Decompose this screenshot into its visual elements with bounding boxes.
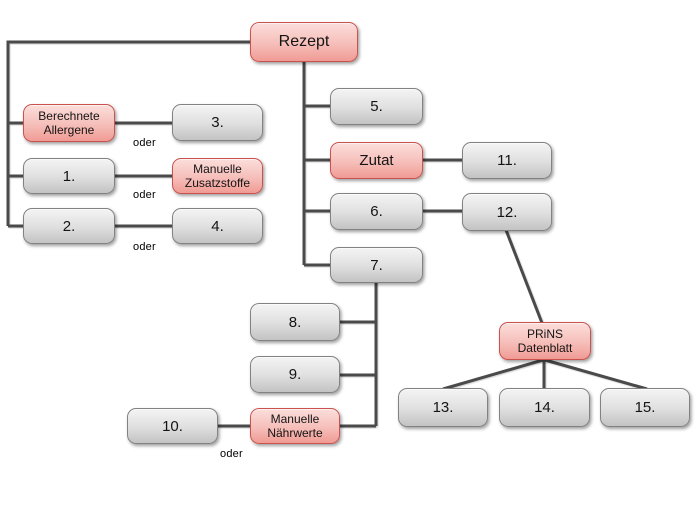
- node-1: 1.: [23, 158, 115, 194]
- node-14: 14.: [499, 388, 590, 427]
- node-4: 4.: [172, 208, 263, 244]
- node-zutat: Zutat: [330, 142, 423, 179]
- node-5-label: 5.: [370, 98, 383, 115]
- edge-label-oder-3: oder: [133, 241, 156, 253]
- node-8: 8.: [250, 303, 340, 341]
- node-1-label: 1.: [62, 167, 76, 185]
- node-7: 7.: [330, 247, 423, 283]
- node-15-label: 15.: [634, 399, 656, 416]
- connector-prins-n13: [442, 358, 544, 391]
- node-9-label: 9.: [288, 366, 302, 383]
- node-10: 10.: [127, 408, 218, 444]
- node-zutat-label: Zutat: [359, 152, 394, 169]
- node-rezept: Rezept: [250, 22, 358, 62]
- node-15: 15.: [600, 388, 690, 427]
- node-7-label: 7.: [370, 256, 383, 274]
- node-5: 5.: [330, 88, 423, 125]
- node-prins-datenblatt-label: PRiNS Datenblatt: [517, 326, 573, 355]
- node-manuelle-zusatzstoffe-label: Manuelle Zusatzstoffe: [184, 161, 251, 190]
- edge-label-oder-2: oder: [133, 189, 156, 201]
- node-13-label: 13.: [432, 399, 454, 416]
- node-4-label: 4.: [211, 217, 224, 235]
- node-12-label: 12.: [496, 203, 518, 221]
- node-rezept-label: Rezept: [278, 33, 330, 50]
- node-6-label: 6.: [370, 203, 383, 220]
- node-2: 2.: [23, 208, 115, 244]
- node-manuelle-naehrwerte: Manuelle Nährwerte: [250, 408, 340, 444]
- node-3-label: 3.: [211, 114, 224, 131]
- node-11: 11.: [462, 142, 552, 179]
- node-12: 12.: [462, 193, 552, 231]
- node-manuelle-zusatzstoffe: Manuelle Zusatzstoffe: [172, 158, 263, 194]
- node-prins-datenblatt: PRiNS Datenblatt: [499, 322, 591, 360]
- node-2-label: 2.: [62, 217, 76, 235]
- connector-prins-n15: [544, 358, 648, 391]
- node-berechnete-allergene-label: Berechnete Allergene: [38, 108, 100, 137]
- node-10-label: 10.: [162, 417, 183, 435]
- node-manuelle-naehrwerte-label: Manuelle Nährwerte: [267, 411, 323, 440]
- connector-trunk-left: [6, 40, 250, 226]
- edge-label-oder-1: oder: [133, 137, 156, 149]
- node-8-label: 8.: [288, 313, 302, 331]
- node-9: 9.: [250, 356, 340, 393]
- node-14-label: 14.: [534, 399, 555, 416]
- edge-label-oder-4: oder: [220, 448, 243, 460]
- connector-n12-prins: [504, 229, 544, 324]
- node-berechnete-allergene: Berechnete Allergene: [23, 104, 115, 142]
- node-13: 13.: [398, 388, 488, 427]
- node-3: 3.: [172, 104, 263, 141]
- node-11-label: 11.: [497, 152, 517, 169]
- node-6: 6.: [330, 193, 423, 230]
